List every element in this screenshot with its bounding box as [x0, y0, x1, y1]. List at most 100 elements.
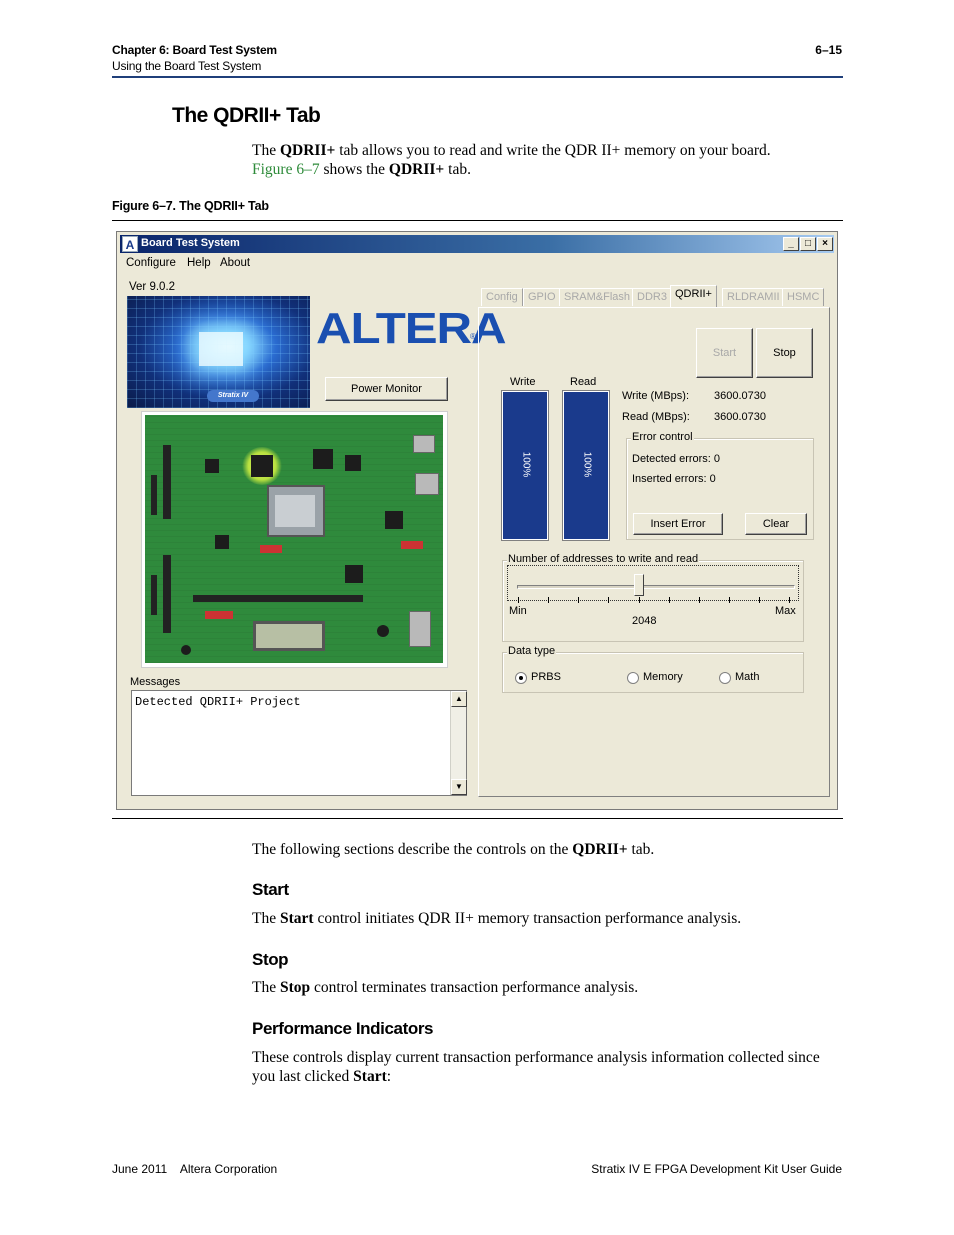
performance-paragraph: These controls display current transacti…	[252, 1048, 842, 1086]
slider-tick	[789, 597, 790, 603]
slider-min-label: Min	[509, 605, 527, 617]
slider-tick	[669, 597, 670, 603]
addresses-title: Number of addresses to write and read	[507, 553, 700, 565]
figure-link[interactable]: Figure 6–7	[252, 161, 320, 178]
body-text: tab.	[627, 841, 655, 858]
version-label: Ver 9.0.2	[129, 281, 176, 293]
intro-text: shows the	[319, 161, 389, 178]
pcb-port	[409, 611, 431, 647]
error-control-title: Error control	[631, 431, 694, 443]
menu-help[interactable]: Help	[187, 257, 211, 269]
footer-left: June 2011 Altera Corporation	[112, 1162, 278, 1176]
scroll-down-icon[interactable]: ▼	[451, 779, 467, 795]
radio-prbs-label[interactable]: PRBS	[531, 671, 561, 683]
read-progress-bar: 100%	[562, 390, 610, 541]
stop-button[interactable]: Stop	[756, 328, 813, 378]
inserted-errors: Inserted errors: 0	[632, 473, 716, 485]
slider-tick	[729, 597, 730, 603]
tab-hsmc[interactable]: HSMC	[782, 288, 825, 306]
start-heading: Start	[252, 880, 289, 899]
body-text: These controls display current transacti…	[252, 1049, 820, 1085]
menu-bar: Configure Help About	[120, 254, 834, 274]
read-label: Read	[570, 376, 597, 388]
body-bold: Start	[279, 910, 314, 927]
write-progress-bar: 100%	[501, 390, 549, 541]
menu-about[interactable]: About	[220, 257, 251, 269]
power-monitor-button[interactable]: Power Monitor	[325, 377, 448, 401]
start-button[interactable]: Start	[696, 328, 753, 378]
pcb-chip	[345, 455, 361, 471]
write-mbps-value: 3600.0730	[714, 390, 766, 402]
intro-text: tab.	[444, 161, 471, 178]
intro-text: The	[252, 142, 280, 159]
radio-memory[interactable]	[627, 672, 639, 684]
pcb-port	[413, 435, 435, 453]
slider-tick	[639, 597, 640, 603]
tab-qdrii-plus[interactable]: QDRII+	[670, 285, 717, 307]
lcd-display	[253, 621, 325, 651]
data-type-group: Data type PRBS Memory Math	[502, 645, 804, 693]
fpga-lid	[275, 495, 315, 527]
scroll-up-icon[interactable]: ▲	[451, 691, 467, 707]
radio-math[interactable]	[719, 672, 731, 684]
qdrii-tab-panel: Start Stop Write Read 100% 100% Write (M…	[478, 307, 830, 797]
pcb-chip	[251, 455, 273, 477]
slider-tick	[699, 597, 700, 603]
address-slider-track[interactable]	[517, 585, 795, 589]
stop-paragraph: The Stop control terminates transaction …	[252, 978, 842, 997]
radio-memory-label[interactable]: Memory	[643, 671, 683, 683]
sections-intro: The following sections describe the cont…	[252, 840, 842, 859]
tab-config[interactable]: Config	[481, 288, 523, 306]
clear-button[interactable]: Clear	[745, 513, 807, 535]
dip-switch	[260, 545, 282, 553]
intro-paragraph: The QDRII+ tab allows you to read and wr…	[252, 141, 842, 179]
maximize-icon[interactable]: □	[800, 237, 816, 251]
read-mbps-value: 3600.0730	[714, 411, 766, 423]
read-progress-fill	[564, 392, 608, 539]
figure-caption: Figure 6–7. The QDRII+ Tab	[112, 199, 269, 213]
menu-configure[interactable]: Configure	[126, 257, 176, 269]
messages-scrollbar[interactable]: ▲ ▼	[450, 691, 467, 795]
registered-mark: ®	[470, 332, 476, 341]
tab-rldramii[interactable]: RLDRAMII	[722, 288, 785, 306]
altera-logo: ALTERA	[316, 304, 507, 353]
slider-tick	[759, 597, 760, 603]
detected-errors: Detected errors: 0	[632, 453, 721, 465]
insert-error-button[interactable]: Insert Error	[633, 513, 723, 535]
tab-gpio[interactable]: GPIO	[523, 288, 561, 306]
write-progress-fill	[503, 392, 547, 539]
intro-bold: QDRII+	[279, 142, 336, 159]
messages-box[interactable]: Detected QDRII+ Project ▲ ▼	[131, 690, 467, 796]
performance-heading: Performance Indicators	[252, 1019, 434, 1038]
start-paragraph: The Start control initiates QDR II+ memo…	[252, 909, 842, 928]
data-type-title: Data type	[507, 645, 557, 657]
body-text: The following sections describe the cont…	[252, 841, 573, 858]
address-slider-thumb[interactable]	[634, 574, 644, 596]
header-rule	[112, 76, 843, 78]
title-bar[interactable]: A Board Test System _ □ ×	[120, 235, 834, 253]
body-bold: Stop	[279, 979, 311, 996]
body-text: The	[252, 979, 280, 996]
minimize-icon[interactable]: _	[783, 237, 799, 251]
fpga-chip	[267, 485, 325, 537]
pcb-chip	[205, 459, 219, 473]
write-label: Write	[510, 376, 536, 388]
message-line: Detected QDRII+ Project	[135, 695, 301, 709]
slider-tick	[608, 597, 609, 603]
tab-ddr3[interactable]: DDR3	[632, 288, 672, 306]
messages-label: Messages	[130, 676, 181, 688]
page-heading: The QDRII+ Tab	[172, 104, 321, 127]
stratix-badge: Stratix IV	[207, 390, 259, 402]
radio-math-label[interactable]: Math	[735, 671, 760, 683]
close-icon[interactable]: ×	[817, 237, 833, 251]
tab-sram-flash[interactable]: SRAM&Flash	[559, 288, 636, 306]
pcb-connector	[163, 555, 171, 633]
dip-switch	[401, 541, 423, 549]
section-title: Using the Board Test System	[112, 59, 262, 73]
board-photo	[141, 411, 448, 668]
intro-bold: QDRII+	[388, 161, 445, 178]
pcb-port	[415, 473, 439, 495]
radio-prbs[interactable]	[515, 672, 527, 684]
pcb-connector	[163, 445, 171, 519]
body-bold: Start	[353, 1068, 387, 1085]
